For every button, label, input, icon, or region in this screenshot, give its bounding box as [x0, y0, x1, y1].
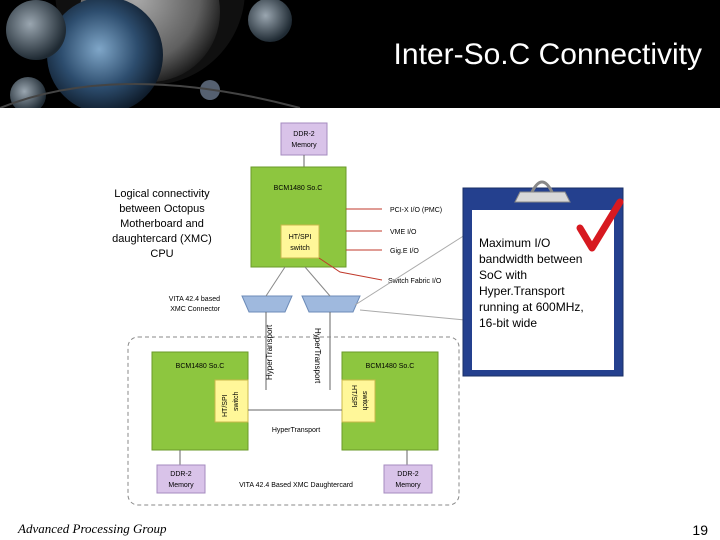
svg-text:HT/SPI: HT/SPI	[222, 394, 229, 417]
logical-connectivity-note: Logical connectivity between Octopus Mot…	[112, 188, 212, 260]
svg-text:HT/SPI: HT/SPI	[350, 385, 357, 408]
page-number: 19	[692, 522, 708, 538]
svg-text:16-bit wide: 16-bit wide	[479, 316, 537, 330]
svg-text:switch: switch	[233, 391, 240, 411]
svg-text:Hyper.Transport: Hyper.Transport	[479, 284, 565, 298]
svg-text:switch: switch	[361, 391, 368, 411]
svg-text:running at 600MHz,: running at 600MHz,	[479, 300, 584, 314]
svg-text:PCI-X I/O (PMC): PCI-X I/O (PMC)	[390, 207, 442, 214]
soc-main-block: BCM1480 So.C HT/SPI switch	[250, 166, 347, 268]
soc-left-block: BCM1480 So.C HT/SPI switch	[151, 351, 249, 451]
svg-text:DDR-2: DDR-2	[397, 471, 418, 478]
footer-group-name: Advanced Processing Group	[18, 521, 167, 536]
daughtercard-boundary	[127, 336, 460, 506]
switch-main	[280, 224, 320, 259]
checkmark-icon	[576, 198, 624, 252]
svg-text:Logical connectivity: Logical connectivity	[114, 188, 210, 200]
svg-text:Memory: Memory	[395, 482, 421, 489]
svg-text:Memory: Memory	[168, 482, 194, 489]
svg-text:VME I/O: VME I/O	[390, 229, 417, 236]
ddr-memory-top: DDR-2 Memory	[280, 122, 328, 156]
slide-title: Inter-So.C Connectivity	[393, 38, 702, 71]
svg-text:daughtercard (XMC): daughtercard (XMC)	[112, 233, 212, 245]
svg-text:BCM1480 So.C: BCM1480 So.C	[176, 363, 225, 370]
ht-right-vertical-label: HyperTransport	[313, 328, 322, 384]
svg-text:Motherboard and: Motherboard and	[120, 218, 204, 230]
svg-text:SoC with: SoC with	[479, 268, 527, 282]
svg-text:Switch Fabric I/O: Switch Fabric I/O	[388, 278, 442, 285]
svg-text:BCM1480 So.C: BCM1480 So.C	[274, 185, 323, 192]
connectivity-diagram: DDR-2 Memory BCM1480 So.C HT/SPI switch …	[112, 122, 624, 506]
io-connections: PCI-X I/O (PMC) VME I/O Gig.E I/O Switch…	[318, 207, 442, 285]
ht-left-vertical-label: HyperTransport	[265, 324, 274, 380]
daughtercard-label: VITA 42.4 Based XMC Daughtercard	[239, 482, 353, 489]
space-banner-graphic	[0, 0, 720, 108]
ddr-memory-right: DDR-2 Memory	[383, 464, 433, 494]
soc-right-block: BCM1480 So.C HT/SPI switch	[341, 351, 439, 451]
svg-text:HT/SPI: HT/SPI	[289, 234, 312, 241]
svg-text:switch: switch	[290, 245, 310, 252]
clipboard-callout: Maximum I/O bandwidth between SoC with H…	[462, 180, 624, 377]
ddr-memory-left: DDR-2 Memory	[156, 464, 206, 494]
svg-text:VITA 42.4 based: VITA 42.4 based	[169, 296, 220, 303]
svg-text:XMC Connector: XMC Connector	[170, 306, 220, 313]
slide-header: Inter-So.C Connectivity	[0, 0, 720, 108]
clipboard-clip	[514, 191, 571, 203]
svg-text:DDR-2: DDR-2	[293, 131, 314, 138]
svg-text:BCM1480 So.C: BCM1480 So.C	[366, 363, 415, 370]
svg-text:CPU: CPU	[150, 248, 173, 260]
ht-center-label: HyperTransport	[272, 427, 320, 434]
svg-text:between Octopus: between Octopus	[119, 203, 205, 215]
svg-text:DDR-2: DDR-2	[170, 471, 191, 478]
svg-text:Memory: Memory	[291, 142, 317, 149]
svg-text:bandwidth between: bandwidth between	[479, 252, 582, 266]
xmc-connector: VITA 42.4 based XMC Connector	[169, 266, 361, 313]
svg-text:Maximum I/O: Maximum I/O	[479, 236, 550, 250]
svg-text:Gig.E I/O: Gig.E I/O	[390, 248, 419, 255]
